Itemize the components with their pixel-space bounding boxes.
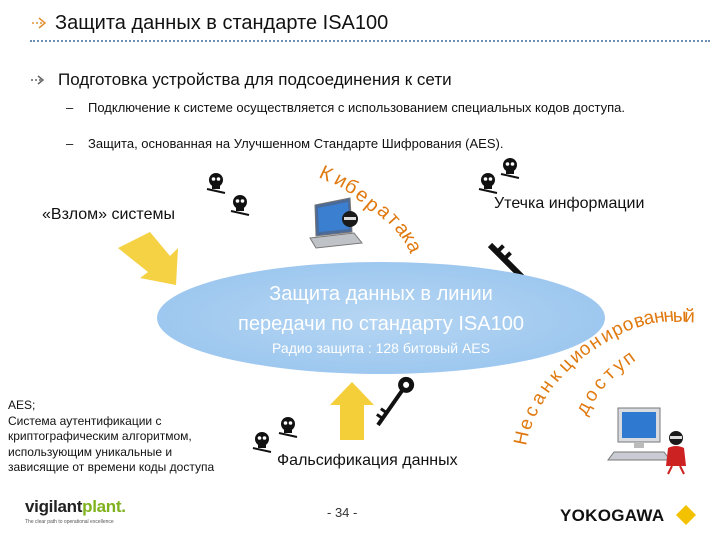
vigilantplant-logo: vigilantplant. (25, 497, 126, 517)
arrow-bullet-icon (32, 17, 47, 29)
laptop-icon (309, 197, 363, 249)
brand-accent: plant. (82, 497, 126, 516)
falsify-label: Фальсификация данных (277, 452, 458, 469)
isa100-protection-ellipse (157, 262, 605, 374)
yellow-arrow-icon (118, 232, 178, 285)
brand-main: vigilant (25, 497, 83, 516)
desktop-computer-icon (607, 407, 671, 461)
yokogawa-logo: YOKOGAWA (560, 506, 665, 525)
ellipse-subtitle: Радио защита : 128 битовый AES (272, 340, 490, 356)
skull-icon (230, 194, 250, 216)
skull-icon (478, 172, 498, 194)
sub-bullet-1: Подключение к системе осуществляется с и… (88, 100, 625, 115)
brand-tagline: The clear path to operational excellence (25, 519, 114, 525)
unauthorized-letter: Н (510, 429, 533, 447)
key-icon (375, 376, 415, 427)
skull-icon (206, 172, 226, 194)
hack-label: «Взлом» системы (42, 206, 175, 223)
skull-icon (500, 157, 520, 179)
aes-note: AES; Система аутентификации с криптограф… (8, 398, 215, 474)
hacker-icon (666, 431, 686, 475)
ellipse-title-line1: Защита данных в линии (269, 283, 493, 305)
unauthorized-letter: й (684, 306, 695, 327)
ellipse-title-line2: передачи по стандарту ISA100 (238, 313, 524, 335)
arrow-bullet-icon (31, 75, 45, 85)
unauthorized-letter: н (652, 305, 666, 328)
hacker-icon (342, 211, 358, 227)
unauthorized-letter: н (662, 305, 675, 327)
skull-icon (278, 416, 298, 438)
title-divider (30, 40, 710, 42)
skull-icon (252, 431, 272, 453)
yokogawa-diamond-icon (676, 505, 696, 525)
sub-bullet-2: Защита, основанная на Улучшенном Стандар… (88, 136, 504, 151)
sub-bullet-dash: – (66, 136, 74, 151)
unauthorized-letter: ы (672, 306, 686, 327)
sub-bullet-dash: – (66, 100, 74, 115)
yellow-arrow-icon (330, 382, 374, 440)
page-number: - 34 - (327, 505, 358, 520)
main-bullet: Подготовка устройства для подсоединения … (58, 70, 452, 89)
page-title: Защита данных в стандарте ISA100 (55, 12, 389, 34)
leak-label: Утечка информации (494, 195, 645, 212)
